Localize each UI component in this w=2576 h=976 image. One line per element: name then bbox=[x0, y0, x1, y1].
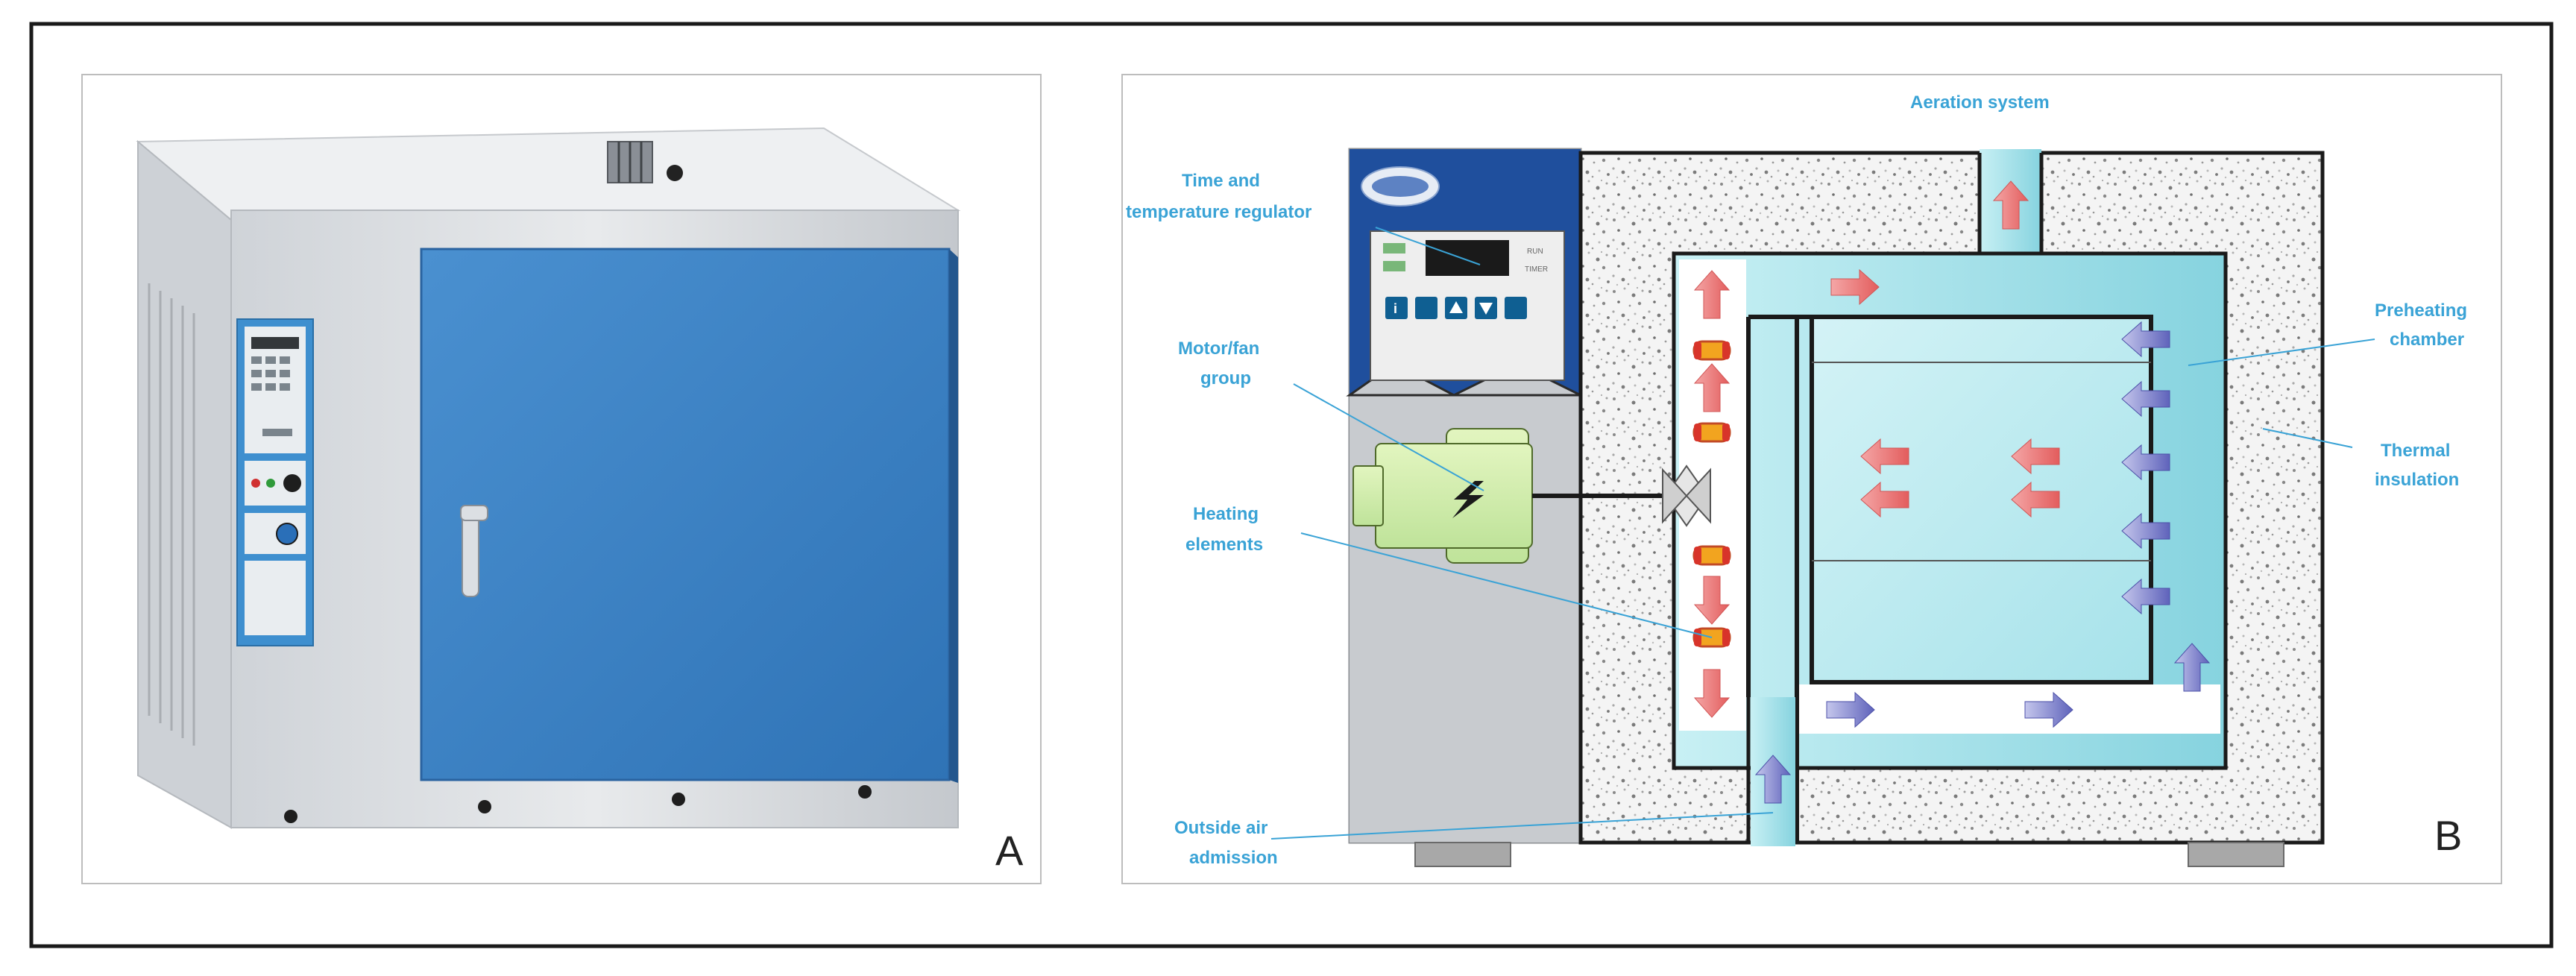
door-edge bbox=[949, 249, 958, 783]
label-preheating-2: chamber bbox=[2390, 330, 2464, 350]
left-foot bbox=[1414, 842, 1511, 867]
oven-left-side bbox=[137, 139, 232, 829]
callout-leaders bbox=[1270, 227, 2375, 840]
lightning-icon bbox=[1452, 481, 1484, 518]
label-outside-air-1: Outside air bbox=[1174, 818, 1267, 838]
label-plate bbox=[245, 561, 306, 635]
thermostat-knob[interactable] bbox=[276, 523, 298, 545]
chimney bbox=[607, 141, 683, 183]
label-time-temp-2: temperature regulator bbox=[1126, 202, 1311, 222]
panel-letter-a: A bbox=[995, 827, 1024, 874]
key-run-label: RUN bbox=[1527, 248, 1543, 256]
label-thermal-1: Thermal bbox=[2381, 441, 2450, 461]
oven-top bbox=[136, 127, 961, 221]
label-motor-fan-2: group bbox=[1200, 368, 1251, 388]
controller-keys: i bbox=[1385, 297, 1527, 319]
control-cabinet: RUN TIMER i bbox=[1346, 148, 1582, 844]
oven-feet bbox=[284, 785, 872, 823]
label-thermal-2: insulation bbox=[2375, 470, 2459, 490]
key-info-glyph: i bbox=[1394, 301, 1397, 316]
panel-a: A bbox=[81, 74, 1042, 884]
label-heating-2: elements bbox=[1185, 535, 1263, 555]
panel-b: RUN TIMER i bbox=[1121, 74, 2502, 884]
label-aeration-system: Aeration system bbox=[1910, 92, 2050, 113]
switch-red[interactable] bbox=[251, 479, 260, 488]
label-heating-1: Heating bbox=[1193, 504, 1259, 524]
label-outside-air-2: admission bbox=[1189, 848, 1278, 868]
panel-letter-b: B bbox=[2434, 812, 2462, 859]
key-2[interactable] bbox=[1415, 297, 1437, 319]
key-5[interactable] bbox=[1505, 297, 1527, 319]
controller-display bbox=[1426, 240, 1509, 276]
key-info[interactable] bbox=[1385, 297, 1408, 319]
label-preheating-1: Preheating bbox=[2375, 300, 2467, 321]
right-foot bbox=[2188, 842, 2284, 867]
motor-fan-group bbox=[1352, 428, 1711, 564]
switch-green[interactable] bbox=[266, 479, 275, 488]
label-time-temp-1: Time and bbox=[1182, 171, 1260, 191]
control-panel bbox=[236, 318, 314, 646]
key-timer-label: TIMER bbox=[1525, 265, 1548, 274]
label-motor-fan-1: Motor/fan bbox=[1178, 339, 1259, 359]
oven-door[interactable] bbox=[420, 248, 951, 781]
oven-photo bbox=[136, 127, 961, 829]
side-vents bbox=[148, 283, 195, 746]
motor-body bbox=[1375, 443, 1533, 549]
knob-icon[interactable] bbox=[283, 474, 301, 492]
